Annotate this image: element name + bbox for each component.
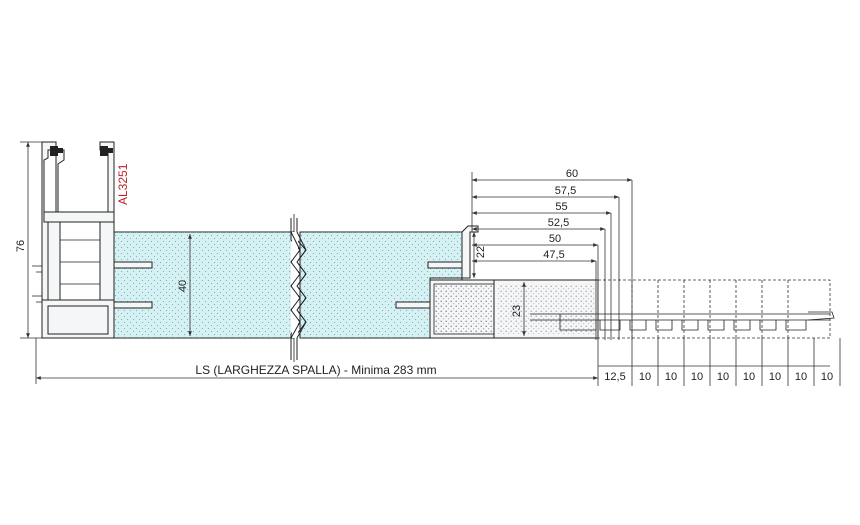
stack-dim-label: 55	[555, 201, 567, 213]
glass-thickness-dimension: 40	[177, 234, 192, 336]
step-height-label: 22	[475, 246, 487, 258]
overall-width-dimension: LS (LARGHEZZA SPALLA) - Minima 283 mm	[35, 338, 598, 384]
bottom-step-label: 10	[769, 371, 781, 383]
right-frame-profile	[429, 225, 599, 339]
height-label: 76	[15, 240, 27, 252]
left-frame-profile	[32, 141, 115, 339]
stacked-width-dimensions: 60 57,5 55 52,5 50 47,5	[471, 168, 633, 340]
bottom-step-label: 10	[743, 371, 755, 383]
frame-thickness-dimension: 23	[511, 282, 526, 336]
overall-width-caption: LS (LARGHEZZA SPALLA) - Minima 283 mm	[195, 363, 436, 377]
height-dimension: 76	[15, 141, 42, 339]
glass-thickness-label: 40	[177, 280, 189, 292]
bottom-step-label: 10	[639, 371, 651, 383]
stack-dim-label: 47,5	[543, 249, 564, 261]
step-height-dimension: 22	[472, 232, 487, 278]
glass-panel	[113, 214, 463, 362]
gasket-right	[100, 146, 108, 156]
stack-dim-label: 57,5	[555, 185, 576, 197]
stack-dim-label: 52,5	[548, 217, 569, 229]
bottom-step-dimensions: 12,5 10 10 10 10 10 10 10 10	[597, 338, 841, 386]
profile-code-label: AL3251	[116, 163, 130, 205]
stack-dim-label: 50	[549, 233, 561, 245]
bottom-step-label: 10	[665, 371, 677, 383]
bottom-step-label: 10	[717, 371, 729, 383]
bottom-step-label: 10	[821, 371, 833, 383]
bottom-step-label: 12,5	[604, 371, 625, 383]
bottom-step-label: 10	[691, 371, 703, 383]
stack-dim-label: 60	[566, 168, 578, 180]
frame-thickness-label: 23	[511, 305, 523, 317]
bottom-step-label: 10	[795, 371, 807, 383]
gasket-left	[50, 146, 58, 156]
